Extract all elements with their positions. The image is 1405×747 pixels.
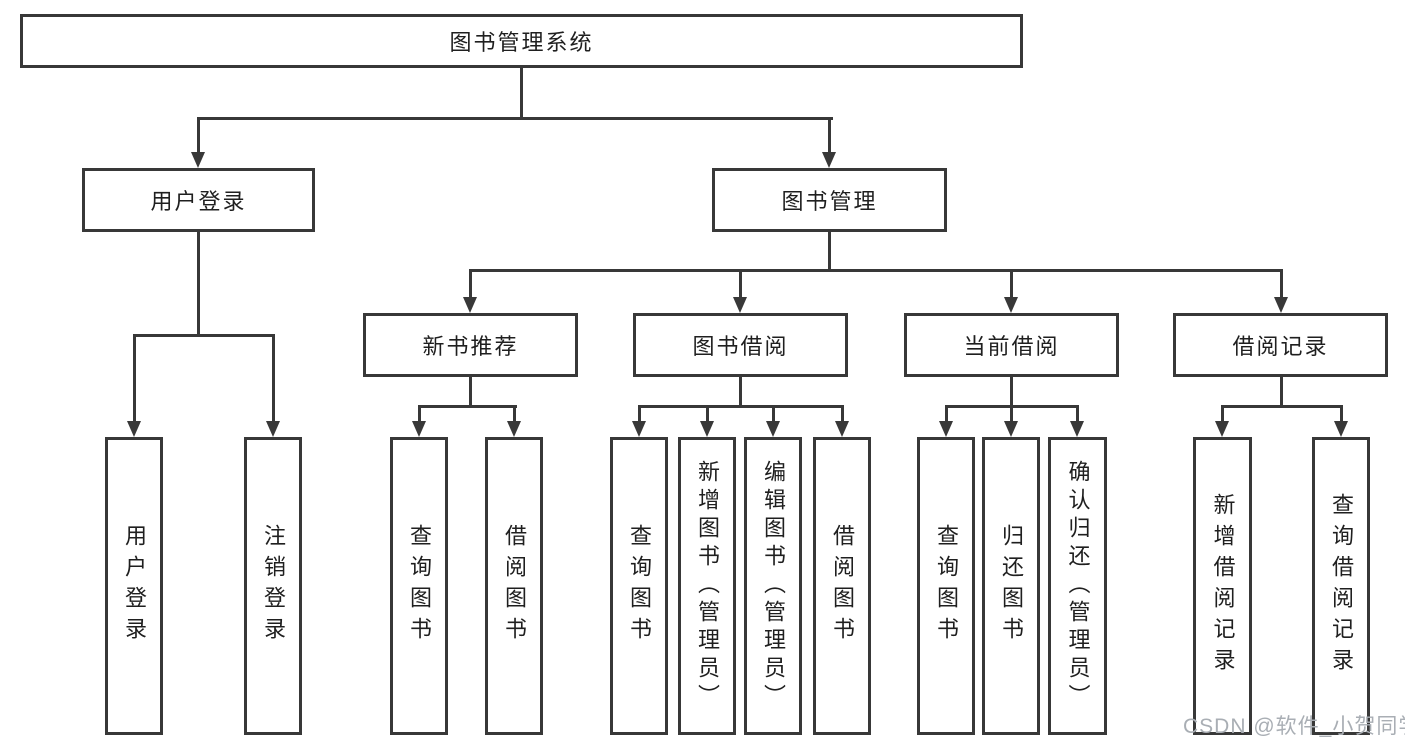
connector-vline bbox=[1076, 405, 1079, 423]
arrowhead-down bbox=[1274, 297, 1288, 313]
node-query-book-borrow: 查询图书 bbox=[610, 437, 668, 735]
connector-vline bbox=[828, 232, 831, 272]
connector-hline bbox=[638, 405, 844, 408]
node-user-login-leaf: 用户登录 bbox=[105, 437, 163, 735]
connector-vline bbox=[197, 117, 200, 154]
node-user-login: 用户登录 bbox=[82, 168, 315, 232]
arrowhead-down bbox=[733, 297, 747, 313]
node-add-borrow-record: 新增借阅记录 bbox=[1193, 437, 1252, 735]
arrowhead-down bbox=[1215, 421, 1229, 437]
connector-vline bbox=[638, 405, 641, 423]
connector-vline bbox=[706, 405, 709, 423]
connector-vline bbox=[469, 269, 472, 299]
node-query-book-recommend: 查询图书 bbox=[390, 437, 448, 735]
connector-vline bbox=[418, 405, 421, 423]
node-query-book-current: 查询图书 bbox=[917, 437, 975, 735]
connector-hline bbox=[469, 269, 1283, 272]
arrowhead-down bbox=[822, 152, 836, 168]
connector-vline bbox=[1340, 405, 1343, 423]
connector-vline bbox=[133, 334, 136, 424]
connector-vline bbox=[1221, 405, 1224, 423]
arrowhead-down bbox=[939, 421, 953, 437]
arrowhead-down bbox=[463, 297, 477, 313]
arrowhead-down bbox=[412, 421, 426, 437]
connector-vline bbox=[272, 334, 275, 424]
node-book-borrow: 图书借阅 bbox=[633, 313, 848, 377]
connector-vline bbox=[513, 405, 516, 423]
arrowhead-down bbox=[1004, 421, 1018, 437]
node-library-system: 图书管理系统 bbox=[20, 14, 1023, 68]
connector-vline bbox=[197, 232, 200, 336]
connector-vline bbox=[1010, 405, 1013, 423]
connector-vline bbox=[739, 377, 742, 407]
node-borrow-book-recommend: 借阅图书 bbox=[485, 437, 543, 735]
node-return-book: 归还图书 bbox=[982, 437, 1040, 735]
arrowhead-down bbox=[266, 421, 280, 437]
connector-vline bbox=[945, 405, 948, 423]
node-confirm-return-admin: 确认归还（管理员） bbox=[1048, 437, 1107, 735]
arrowhead-down bbox=[1004, 297, 1018, 313]
connector-vline bbox=[1010, 269, 1013, 299]
connector-hline bbox=[133, 334, 275, 337]
connector-vline bbox=[772, 405, 775, 423]
connector-vline bbox=[520, 67, 523, 118]
arrowhead-down bbox=[632, 421, 646, 437]
node-borrow-records: 借阅记录 bbox=[1173, 313, 1388, 377]
connector-hline bbox=[1221, 405, 1343, 408]
connector-vline bbox=[469, 377, 472, 407]
arrowhead-down bbox=[127, 421, 141, 437]
connector-vline bbox=[1010, 377, 1013, 407]
connector-vline bbox=[841, 405, 844, 423]
arrowhead-down bbox=[1334, 421, 1348, 437]
node-query-borrow-record: 查询借阅记录 bbox=[1312, 437, 1370, 735]
arrowhead-down bbox=[191, 152, 205, 168]
arrowhead-down bbox=[507, 421, 521, 437]
arrowhead-down bbox=[835, 421, 849, 437]
connector-vline bbox=[739, 269, 742, 299]
node-new-book-recommend: 新书推荐 bbox=[363, 313, 578, 377]
node-borrow-book-leaf: 借阅图书 bbox=[813, 437, 871, 735]
connector-hline bbox=[197, 117, 833, 120]
node-current-borrow: 当前借阅 bbox=[904, 313, 1119, 377]
node-book-management: 图书管理 bbox=[712, 168, 947, 232]
arrowhead-down bbox=[766, 421, 780, 437]
connector-vline bbox=[1280, 269, 1283, 299]
connector-vline bbox=[1280, 377, 1283, 407]
arrowhead-down bbox=[1070, 421, 1084, 437]
arrowhead-down bbox=[700, 421, 714, 437]
node-edit-book-admin: 编辑图书（管理员） bbox=[744, 437, 802, 735]
csdn-watermark: CSDN @软件_小贺同学 bbox=[1183, 715, 1405, 738]
node-logout-leaf: 注销登录 bbox=[244, 437, 302, 735]
connector-vline bbox=[828, 117, 831, 154]
connector-hline bbox=[418, 405, 517, 408]
node-add-book-admin: 新增图书（管理员） bbox=[678, 437, 736, 735]
